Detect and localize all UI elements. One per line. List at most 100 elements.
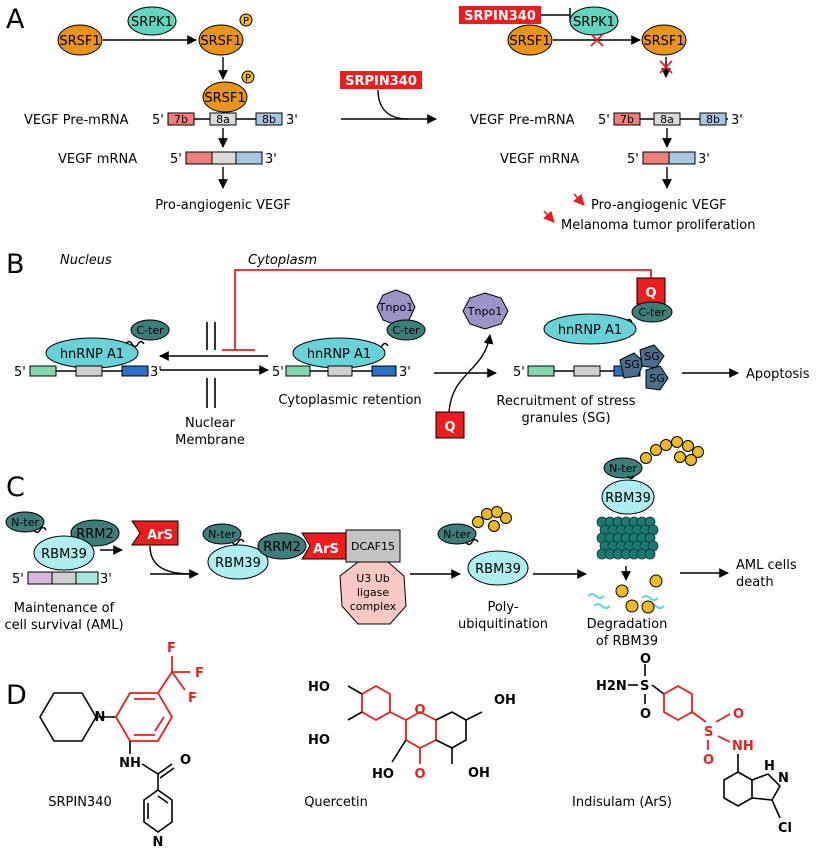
tnpo1-node [462,292,509,330]
srpin340-badge-label: SRPIN340 [345,74,417,89]
hydroxyl-label: HO [372,767,394,782]
nuclear-label: Nuclear [185,416,236,431]
pyridine-double-bonds [147,795,169,819]
mrna-segment [642,151,670,165]
quercetin-inhibition-line [234,269,652,350]
fluorine-label: F [195,666,204,681]
bond [157,763,173,775]
ubiquitin-icon [491,506,503,518]
three-prime-label: 3' [698,152,710,167]
indole-h-label: H [764,759,775,774]
sulfur-label: S [704,725,713,740]
fluorine-label: F [188,691,197,706]
srpin340-name: SRPIN340 [48,795,112,810]
bond [171,671,186,691]
granules-label: granules (SG) [521,411,610,426]
u3-label: U3 Ub [356,572,390,585]
panel-b: B Nucleus Cytoplasm hnRNP A1 C-ter 5' 3'… [6,249,810,448]
hydroxyl-label: HO [308,680,330,695]
oxygen-label: O [414,767,425,782]
rbm39-label: RBM39 [605,491,651,506]
nitrogen-label: N [153,835,164,850]
stress-granule [639,344,665,369]
three-prime-label: 3' [100,572,112,587]
ubiquitin-group [472,436,704,614]
hnrnp-a1-node [543,313,637,345]
five-prime-label: 5' [272,365,284,380]
three-prime-label: 3' [150,365,162,380]
five-prime-label: 5' [12,572,24,587]
srsf1-label: SRSF1 [509,34,550,49]
bond [717,735,731,743]
bond [691,711,707,723]
benzene-ring [663,684,693,722]
three-prime-label: 3' [399,365,411,380]
tnpo1-label: Tnpo1 [467,305,502,318]
quercetin-badge-label: Q [444,420,455,435]
exon-7b [613,112,641,126]
rna-segment [29,365,57,377]
ubiquitin-icon [692,446,704,458]
tnpo1-label: Tnpo1 [378,301,413,314]
rna-segment [573,365,601,377]
stress-granule [645,365,669,391]
bond [157,671,173,694]
panel-a: A SRSF1 SRPK1 SRSF1 P SRSF1 P VEGF Pre-m… [6,4,755,233]
oxygen-label: O [703,753,714,768]
n-ter-node [603,457,643,479]
bond [651,684,665,695]
c-ter-node [386,319,426,341]
dcaf15-box [345,529,401,563]
rbm39-node [601,479,655,515]
phosphate-icon [241,70,255,84]
srpk1-label: SRPK1 [131,15,173,30]
five-prime-label: 5' [598,113,610,128]
rna-segment [371,365,397,377]
n-ter-label: N-ter [11,516,39,529]
rna-segment [27,571,53,585]
srsf1-label: SRSF1 [59,34,100,49]
panel-d-letter: D [6,680,27,711]
srsf1-label: SRSF1 [204,91,245,106]
oxygen-label: O [733,707,744,722]
hydroxyl-label: HO [308,733,330,748]
srpk1-node [569,6,619,36]
linker [125,340,145,348]
pro-angiogenic-label: Pro-angiogenic VEGF [155,198,291,213]
rbm39-label: RBM39 [41,547,87,562]
srsf1-label: SRSF1 [200,34,241,49]
sg-label: SG [624,358,640,371]
srpk1-node [127,6,177,36]
rbm39-label: RBM39 [215,556,261,571]
complex-label: complex [350,600,397,613]
proteasome-subunit [644,548,656,560]
exon-label: 7b [620,113,634,126]
rna-segment [75,365,103,377]
bond [141,763,159,775]
vegf-pre-mrna-label: VEGF Pre-mRNA [24,113,129,128]
srsf1-node [641,24,687,56]
n-ter-label: N-ter [208,528,236,541]
decrease-arrow-icon [543,210,555,223]
vegf-pre-mrna-label: VEGF Pre-mRNA [470,113,575,128]
indole-n-label: N [778,771,789,786]
nh-label: NH [119,756,141,771]
ars-badge-label: ArS [147,528,173,543]
fragment-icon [587,593,665,609]
mrna-segment [185,151,213,165]
srpin340-structure: F F F N NH O N SRPIN340 [39,641,204,850]
srsf1-label: SRSF1 [643,34,684,49]
rna-segment [285,365,311,377]
rna-segment [527,365,555,377]
exon-label: 8a [660,113,674,126]
n-ter-node [202,523,242,545]
ubiquitin-icon [500,512,512,524]
panel-a-letter: A [6,4,25,35]
c-ter-label: C-ter [638,306,666,319]
exon-label: 7b [174,113,188,126]
catechol-ring [361,684,391,722]
srsf1-node [507,24,553,56]
death-label: death [736,575,774,590]
hnrnp-a1-label: hnRNP A1 [558,323,622,338]
